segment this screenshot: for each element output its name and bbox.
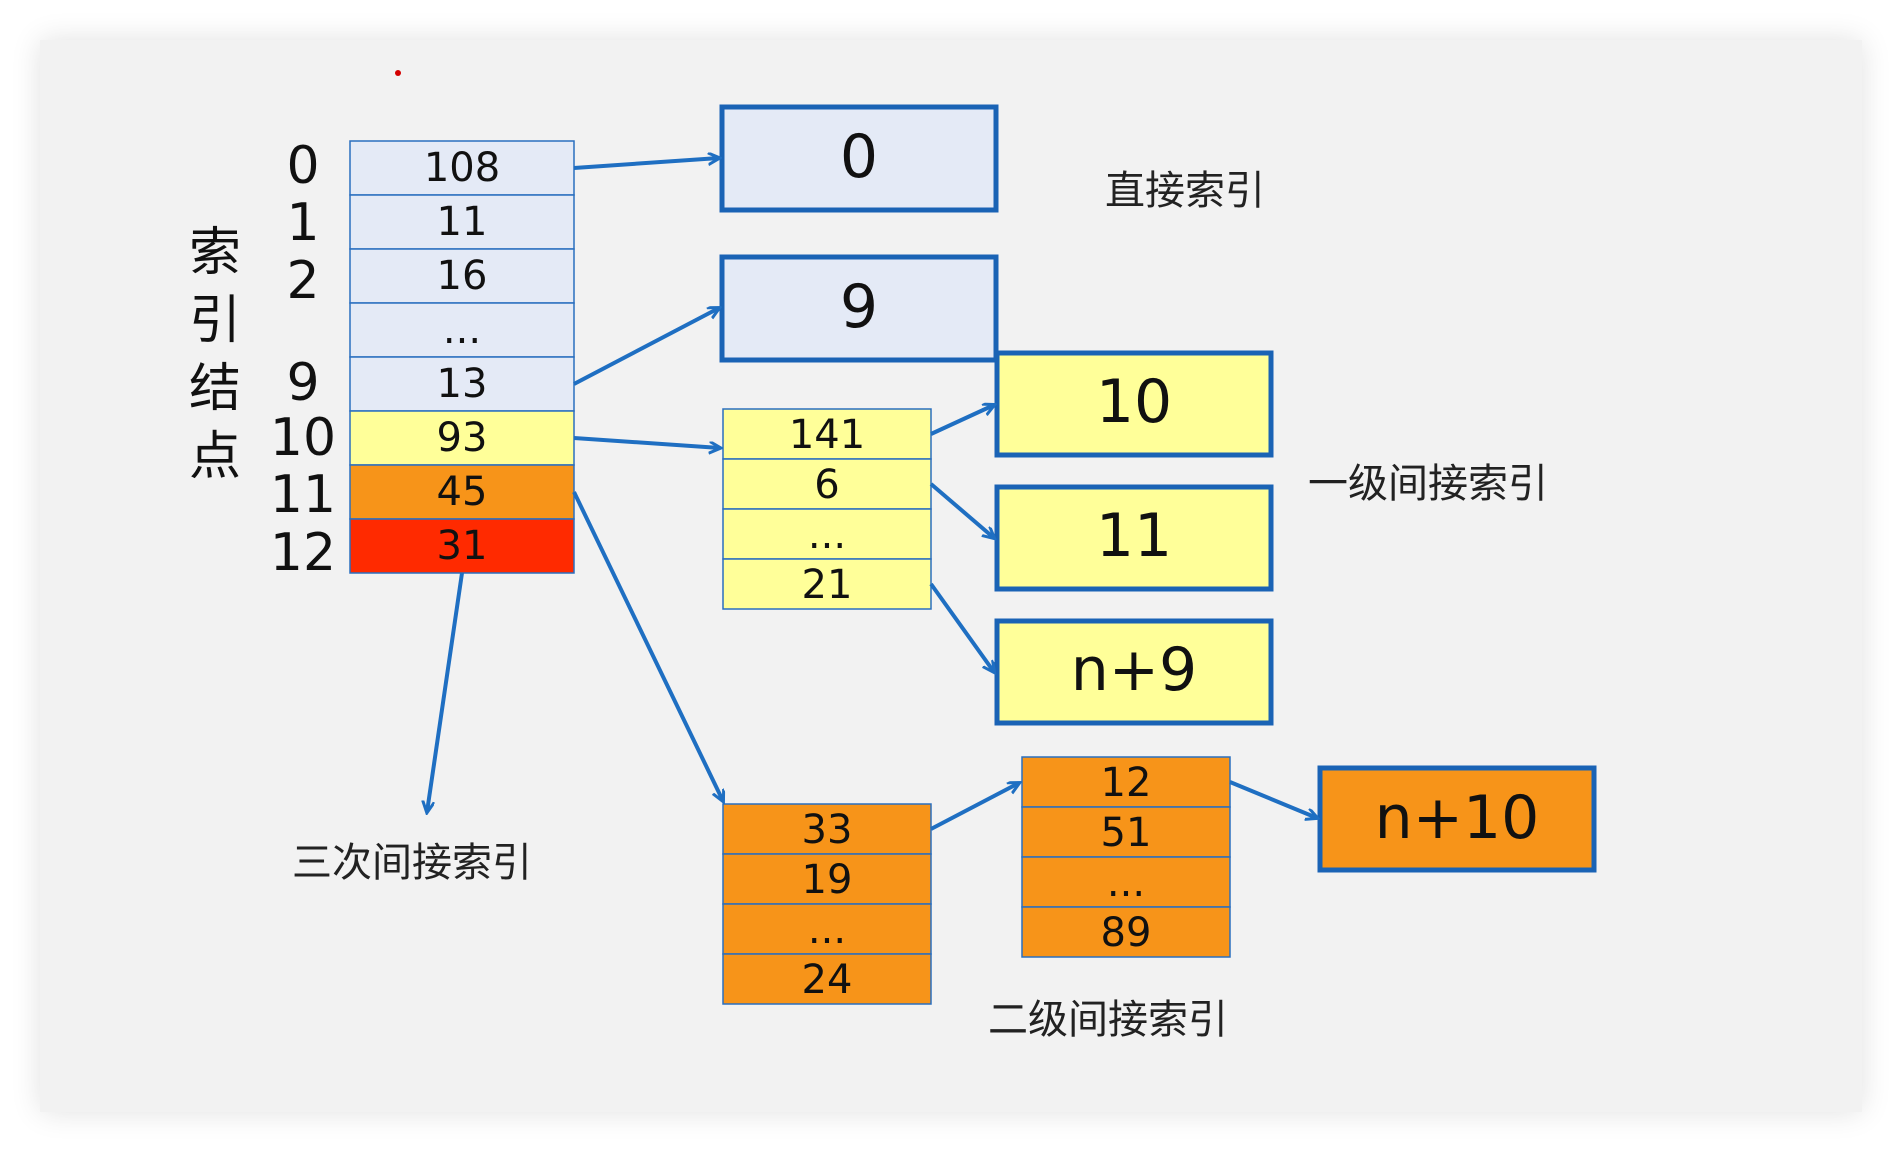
index-cell-value: 16: [437, 253, 488, 299]
row-index: 10: [270, 408, 336, 468]
pointer-arrows: [427, 158, 1317, 831]
data-block: [994, 618, 1274, 726]
index-cell-value: ...: [443, 307, 481, 353]
arrow-level2a-to-level2b: [930, 783, 1019, 831]
direct-blocks: 0 9: [719, 104, 999, 363]
index-cell: [722, 803, 932, 855]
row-index: 9: [286, 353, 319, 413]
index-cell-value: 19: [802, 857, 853, 903]
index-cell-value: 24: [802, 957, 853, 1003]
row-index: 12: [270, 523, 336, 583]
level2-block-group: n+10: [1317, 765, 1597, 873]
index-cell-value: ...: [808, 512, 846, 558]
index-cell-value: ...: [1107, 860, 1145, 906]
index-cell-value: 93: [437, 415, 488, 461]
label-level1-index: 一级间接索引: [1308, 461, 1548, 507]
data-block-value: 9: [840, 272, 878, 342]
data-block-value: 0: [840, 122, 878, 192]
index-cell: [722, 953, 932, 1005]
index-cell: [349, 140, 575, 196]
vertical-label-char: 索: [189, 223, 241, 283]
index-cell-value: 33: [802, 807, 853, 853]
data-block: [994, 350, 1274, 458]
index-cell-value: 51: [1101, 810, 1152, 856]
index-cell-value: 108: [424, 145, 500, 191]
label-level2-index: 二级间接索引: [988, 997, 1228, 1043]
level2-index-table-b: 12 51 ... 89: [1021, 756, 1231, 958]
index-cell: [1021, 906, 1231, 958]
arrow-level1-to-n9: [929, 582, 994, 672]
arrow-level3: [427, 572, 464, 812]
arrow-to-level1-table: [573, 436, 720, 448]
index-cell: [1021, 806, 1231, 858]
vertical-label-char: 引: [189, 291, 241, 351]
vertical-label-char: 结: [189, 359, 241, 419]
index-cell: [349, 518, 575, 574]
index-node-vertical-label: 索 引 结 点: [189, 223, 241, 487]
arrow-direct-9: [573, 308, 719, 386]
data-block-value: 11: [1096, 501, 1172, 571]
index-cell: [349, 248, 575, 304]
level2-index-table-a: 33 19 ... 24: [722, 803, 932, 1005]
index-cell: [349, 194, 575, 250]
arrow-direct-0: [573, 158, 719, 170]
index-cell-value: 89: [1101, 910, 1152, 956]
index-cell: [722, 853, 932, 905]
index-cell: [722, 558, 932, 610]
index-row-numbers: 0 1 2 9 10 11 12: [270, 136, 336, 583]
row-index: 0: [286, 136, 319, 196]
level1-index-table: 141 6 ... 21: [722, 408, 932, 610]
data-block-value: n+10: [1375, 783, 1540, 853]
index-cell-value: 6: [814, 462, 839, 508]
arrow-level1-to-11: [929, 482, 994, 538]
label-level3-index: 三次间接索引: [292, 840, 532, 886]
index-cell-value: 45: [437, 469, 488, 515]
data-block-value: n+9: [1071, 635, 1197, 705]
index-cell: [1021, 856, 1231, 908]
arrow-level1-to-10: [930, 405, 994, 436]
index-cell-value: ...: [808, 907, 846, 953]
slide-canvas: [40, 40, 1862, 1112]
row-index: 2: [286, 251, 319, 311]
level1-blocks: 10 11 n+9: [994, 350, 1274, 726]
index-cell: [722, 458, 932, 510]
index-cell-value: 141: [789, 412, 865, 458]
index-cell: [1021, 756, 1231, 808]
arrow-level2b-to-block: [1229, 780, 1317, 818]
index-cell: [722, 508, 932, 560]
vertical-label-char: 点: [189, 427, 241, 487]
index-cell-value: 11: [437, 199, 488, 245]
index-cell-value: 12: [1101, 760, 1152, 806]
data-block: [1317, 765, 1597, 873]
arrow-to-level2-table: [572, 491, 723, 801]
index-cell-value: 31: [437, 523, 488, 569]
row-index: 11: [270, 465, 336, 525]
index-node-table: 108 11 16 ... 13 93 45 31: [349, 140, 575, 574]
label-direct-index: 直接索引: [1105, 168, 1265, 214]
data-block-value: 10: [1096, 367, 1172, 437]
index-cell-value: 21: [802, 562, 853, 608]
index-cell-value: 13: [437, 361, 488, 407]
index-cell: [722, 903, 932, 955]
red-dot: [395, 70, 401, 76]
row-index: 1: [286, 193, 319, 253]
